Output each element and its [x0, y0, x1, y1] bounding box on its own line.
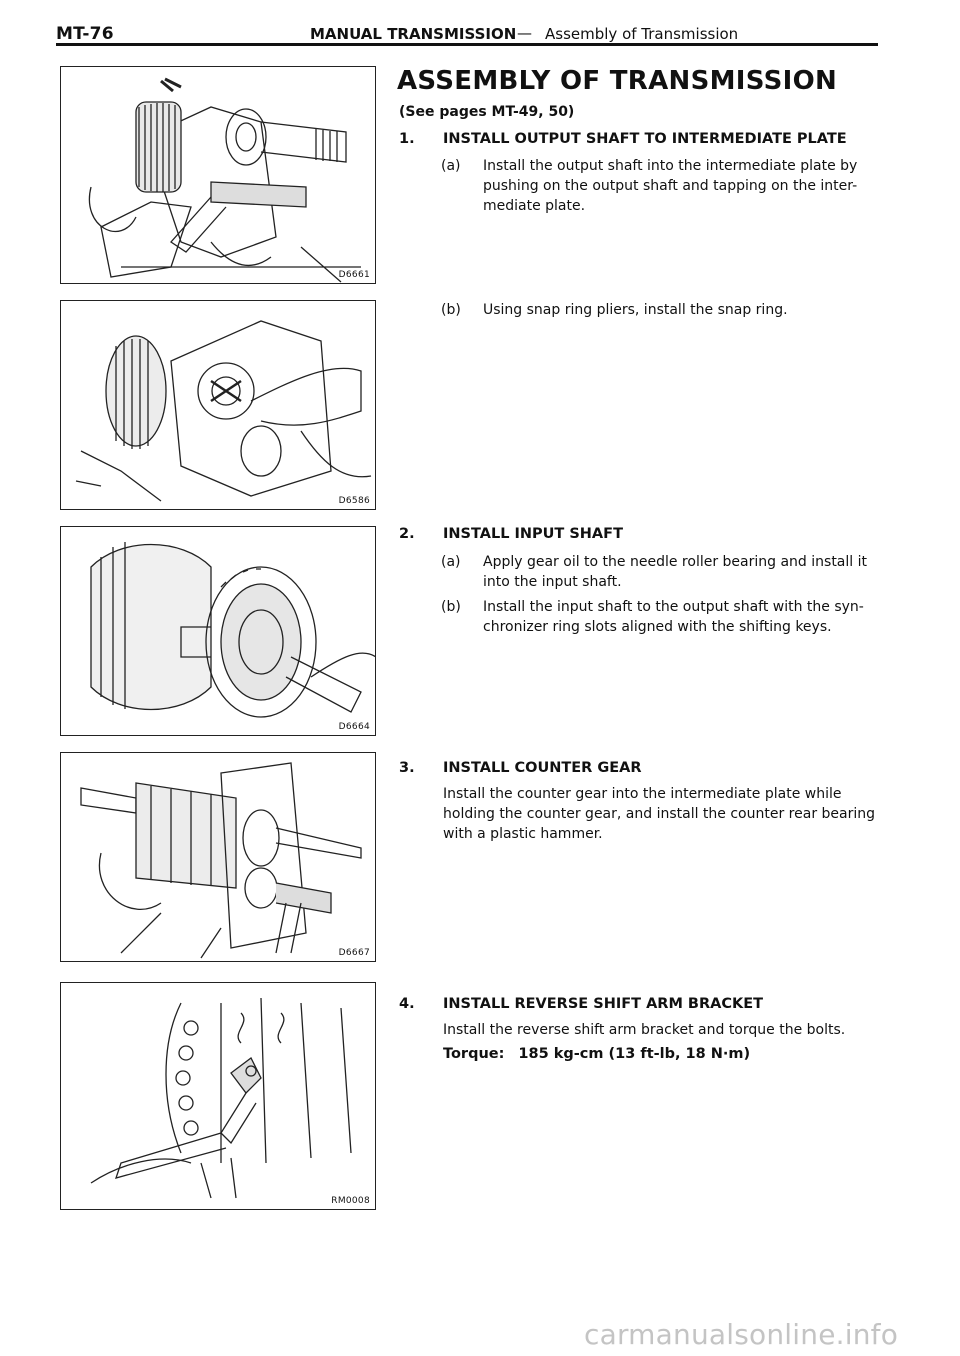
header-dash: — — [517, 24, 532, 42]
step-number: 3. — [399, 760, 415, 776]
item-label: (b) — [441, 599, 461, 615]
torque-spec: Torque: 185 kg-cm (13 ft-lb, 18 N·m) — [443, 1046, 750, 1062]
item-label: (a) — [441, 158, 461, 174]
figure-id: D6667 — [338, 948, 370, 958]
item-text: Apply gear oil to the needle roller bear… — [483, 554, 867, 590]
figure-input-shaft: D6664 — [60, 526, 376, 736]
see-pages-reference: (See pages MT-49, 50) — [399, 104, 575, 120]
step-number: 2. — [399, 526, 415, 542]
figure-id: D6664 — [338, 722, 370, 732]
step-3-text: Install the counter gear into the interm… — [443, 786, 876, 842]
illustration-input-shaft — [90, 542, 375, 718]
figure-id: D6661 — [338, 270, 370, 280]
step-title: INSTALL INPUT SHAFT — [443, 526, 623, 542]
header-rule — [56, 43, 878, 46]
step-number: 1. — [399, 131, 415, 147]
torque-label: Torque: — [443, 1046, 505, 1062]
item-text: Using snap ring pliers, install the snap… — [483, 302, 788, 318]
illustration-snap-ring — [75, 320, 372, 502]
illustration-reverse-shift-bracket — [90, 997, 352, 1199]
page-header: MT-76 MANUAL TRANSMISSION — Assembly of … — [56, 24, 878, 46]
figure-id: D6586 — [338, 496, 370, 506]
page-title: ASSEMBLY OF TRANSMISSION — [397, 66, 838, 96]
item-label: (b) — [441, 302, 461, 318]
figure-counter-gear: D6667 — [60, 752, 376, 962]
figure-id: RM0008 — [331, 1196, 370, 1206]
illustration-counter-gear — [80, 762, 362, 959]
subsection-title: Assembly of Transmission — [545, 25, 739, 43]
item-text: Install the output shaft into the interm… — [483, 158, 858, 214]
item-label: (a) — [441, 554, 461, 570]
step-number: 4. — [399, 996, 415, 1012]
torque-value: 185 kg-cm (13 ft-lb, 18 N·m) — [518, 1046, 751, 1062]
watermark: carmanualsonline.info — [584, 1318, 899, 1351]
step-title: INSTALL OUTPUT SHAFT TO INTERMEDIATE PLA… — [443, 131, 847, 147]
section-title: MANUAL TRANSMISSION — [310, 25, 517, 43]
item-text: Install the input shaft to the output sh… — [483, 599, 864, 635]
illustration-output-shaft — [88, 77, 361, 283]
step-title: INSTALL COUNTER GEAR — [443, 760, 642, 776]
figure-output-shaft: D6661 — [60, 66, 376, 284]
figure-snap-ring: D6586 — [60, 300, 376, 510]
page-code: MT-76 — [56, 24, 114, 44]
step-4-text: Install the reverse shift arm bracket an… — [443, 1022, 846, 1038]
figure-reverse-shift-bracket: RM0008 — [60, 982, 376, 1210]
step-title: INSTALL REVERSE SHIFT ARM BRACKET — [443, 996, 764, 1012]
